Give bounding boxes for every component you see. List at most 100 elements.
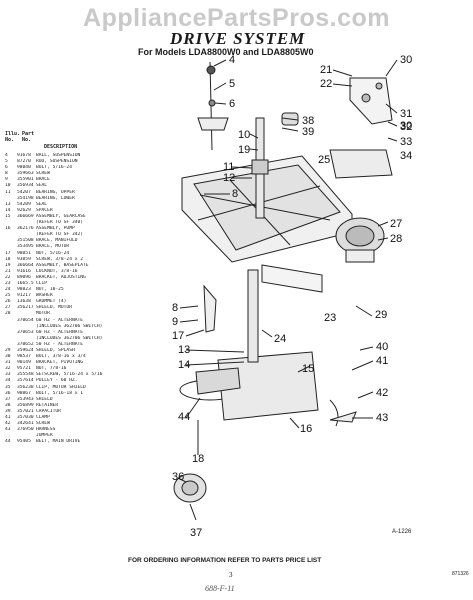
part-ill-no: 17 [5,250,11,256]
part-description: SPACER [36,207,53,213]
models-line: For Models LDA8800W0 and LDA8805W0 [138,47,314,57]
part-number: 357030 [17,415,34,421]
watermark: AppliancePartsPros.com [83,4,390,32]
part-ill-no: 39 [5,408,11,414]
part-number: 98051 [17,250,31,256]
part-number: 91678 [17,153,31,158]
footer-note: FOR ORDERING INFORMATION REFER TO PARTS … [128,557,322,564]
part-number: 356217 [17,305,34,311]
part-ill-no: 44 [5,439,11,445]
part-number: 355548 [17,372,34,378]
part-ill-no: 33 [5,372,11,378]
parts-list-row: JUMPER [5,433,125,439]
part-description: 50 HZ - ALTERNATE [36,341,84,347]
part-ill-no: 15 [5,213,11,219]
callout-43: 43 [376,412,388,424]
splash-shield [261,264,323,293]
part-description: NUT, 10-25 [36,287,64,293]
part-description: NUT, 7/8-16 [36,366,67,372]
callout-32: 32 [400,121,412,133]
callout-17: 17 [172,330,184,342]
part-ill-no: 25 [5,293,11,299]
callout-8: 8 [172,302,178,314]
parts-list-row: (INCLUDES 362706 SWITCH) [5,324,125,330]
part-number: 356899 [17,402,34,408]
part-description: LOCKNUT, 3/8-16 [36,268,78,274]
part-number: 98537 [17,354,31,360]
part-description: BELT, MAIN DRIVE [36,439,81,445]
part-ill-no: 35 [5,384,11,390]
part-number: 356238 [17,384,34,390]
callout-14: 14 [178,359,190,371]
part-ill-no: 41 [5,415,11,421]
part-ill-no: 31 [5,360,11,366]
callout-22: 22 [320,78,332,90]
part-number: 370653 [17,329,34,335]
part-number: 98823 [17,287,31,293]
part-number: 357614 [17,378,34,384]
part-number: 370652 [17,341,34,347]
part-description: CAPACITOR [36,408,61,414]
callout-28: 28 [390,233,402,245]
part-description: PULLEY - 60 HZ. [36,378,78,384]
part-ill-no: 10 [5,183,11,189]
part-ill-no: 36 [5,390,11,396]
part-ill-no: 13 [5,201,11,207]
callout-18: 18 [192,453,204,465]
callout-37: 37 [190,527,202,539]
parts-list-row: (INCLUDES 362706 SWITCH) [5,336,125,342]
callout-33: 33 [400,136,412,148]
header-description: DESCRIPTION [44,144,78,150]
part-description: BRACKET, ADJUSTING [36,274,86,280]
part-number: 355901 [17,177,34,183]
part-ill-no: 11 [5,189,11,195]
part-ill-no: 23 [5,280,11,286]
part-ill-no: 34 [5,378,11,384]
part-number: 54207 [17,189,31,195]
part-number: 366669 [17,213,34,219]
part-number: 90149 [17,360,31,366]
part-number: 98040 [17,165,31,171]
part-description: NUT, 5/16-24 [36,250,70,256]
part-description: BRACE [36,177,50,183]
part-description: (INCLUDES 362706 SWITCH) [36,323,103,329]
parts-list-row: 17 98051 NUT, 5/16-24 [5,251,125,257]
part-description: GROMMET (4) [36,299,67,305]
part-description: BRACE, MANIFOLD [36,238,78,244]
part-description: CLAMP [36,415,50,421]
part-number: 370654 [17,317,34,323]
callout-38: 38 [302,115,314,127]
part-ill-no: 21 [5,268,11,274]
callout-13: 13 [178,344,190,356]
part-ill-no: 43 [5,427,11,433]
header-ill: Illu. [5,131,21,137]
part-description: SEAL [36,201,48,207]
harness-clip [329,411,357,423]
part-number: 54209 [17,201,31,207]
part-ill-no: 27 [5,305,11,311]
callout-25: 25 [318,154,330,166]
part-number: 13638 [17,299,31,305]
part-number: 359663 [17,171,34,177]
callout-16: 16 [300,423,312,435]
